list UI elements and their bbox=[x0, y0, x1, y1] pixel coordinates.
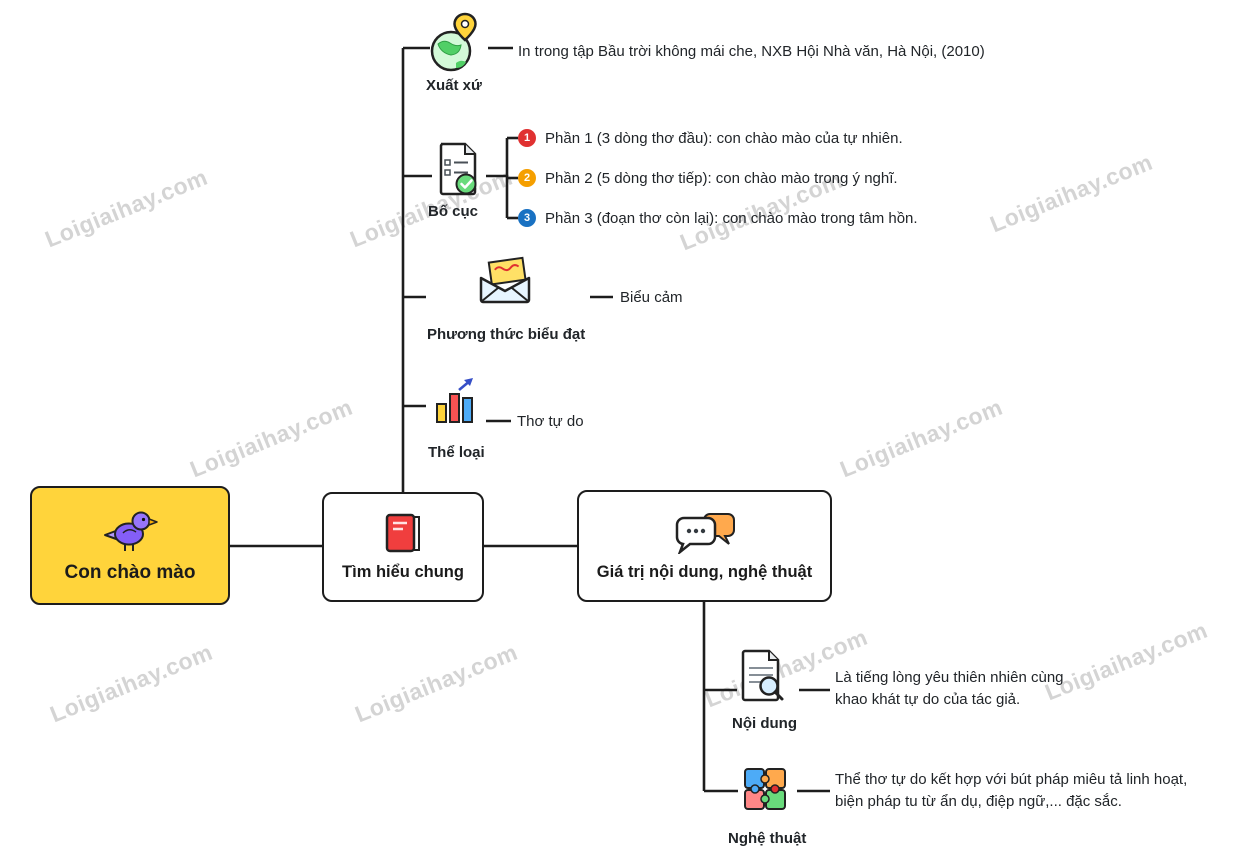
branch-label-phuong-thuc: Phương thức biểu đạt bbox=[427, 326, 586, 343]
envelope-icon bbox=[478, 256, 532, 304]
bar-chart-icon bbox=[433, 376, 479, 428]
watermark: Loigiaihay.com bbox=[351, 638, 522, 728]
branch-text-noi-dung: Là tiếng lòng yêu thiên nhiên cùng khao … bbox=[835, 669, 1064, 708]
branch-text-xuat-xu: In trong tập Bầu trời không mái che, NXB… bbox=[518, 43, 985, 60]
hub2-title: Giá trị nội dung, nghệ thuật bbox=[596, 563, 813, 581]
bird-icon bbox=[101, 507, 159, 553]
hub1-title: Tìm hiểu chung bbox=[342, 563, 464, 581]
badge-3: 3 bbox=[518, 209, 536, 227]
badge-1: 1 bbox=[518, 129, 536, 147]
node-root[interactable]: Con chào mào bbox=[30, 486, 230, 605]
badge-2: 2 bbox=[518, 169, 536, 187]
watermark: Loigiaihay.com bbox=[46, 638, 217, 728]
watermark: Loigiaihay.com bbox=[986, 148, 1157, 238]
branch-label-nghe-thuat: Nghệ thuật bbox=[728, 830, 807, 847]
branch-text-the-loai: Thơ tự do bbox=[517, 413, 584, 430]
branch-label-the-loai: Thể loại bbox=[428, 444, 485, 461]
branch-label-noi-dung: Nội dung bbox=[732, 715, 797, 732]
document-magnifier-icon bbox=[738, 648, 788, 704]
branch-label-xuat-xu: Xuất xứ bbox=[426, 77, 482, 94]
branch-label-bo-cuc: Bố cục bbox=[428, 203, 479, 220]
branch-text-nghe-thuat: Thể thơ tự do kết hợp với bút pháp miêu … bbox=[835, 771, 1188, 810]
branch-text-phuong-thuc: Biểu cảm bbox=[620, 289, 683, 306]
globe-pin-icon bbox=[428, 10, 480, 74]
bo-cuc-item-2: Phần 2 (5 dòng thơ tiếp): con chào mào t… bbox=[545, 170, 898, 187]
puzzle-icon bbox=[742, 766, 788, 812]
watermark: Loigiaihay.com bbox=[186, 393, 357, 483]
node-tim-hieu-chung[interactable]: Tìm hiểu chung bbox=[322, 492, 484, 602]
bo-cuc-item-1: Phần 1 (3 dòng thơ đầu): con chào mào củ… bbox=[545, 130, 903, 147]
chat-bubbles-icon bbox=[674, 510, 736, 556]
document-check-icon bbox=[435, 140, 481, 198]
watermark: Loigiaihay.com bbox=[836, 393, 1007, 483]
bo-cuc-item-3: Phần 3 (đoạn thơ còn lại): con chào mào … bbox=[545, 210, 918, 227]
node-gia-tri[interactable]: Giá trị nội dung, nghệ thuật bbox=[577, 490, 832, 602]
root-title: Con chào mào bbox=[64, 562, 196, 583]
book-icon bbox=[381, 512, 425, 554]
watermark: Loigiaihay.com bbox=[41, 163, 212, 253]
